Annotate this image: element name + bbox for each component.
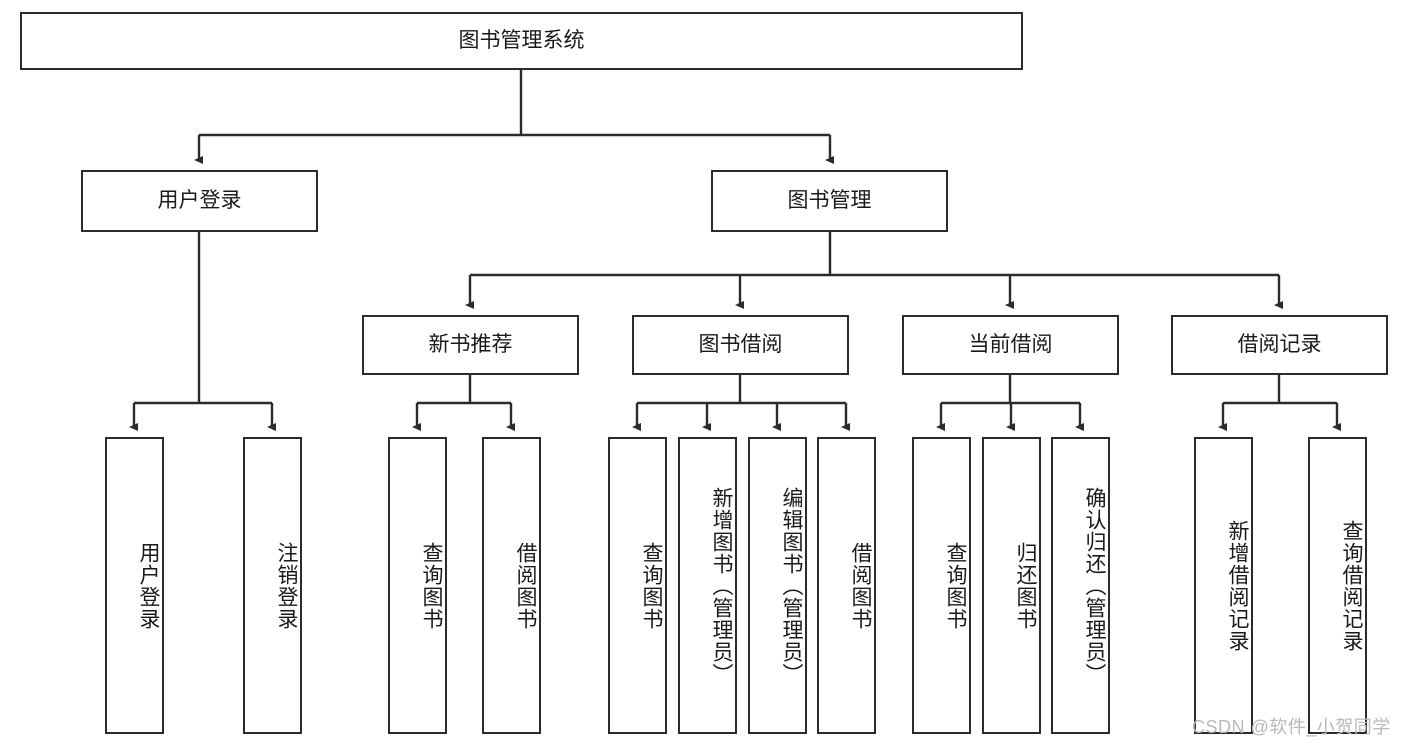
node-borrow-record[interactable]: 借阅记录: [1171, 315, 1388, 375]
leaf-confirm-return-admin[interactable]: 确认归还（管理员）: [1051, 437, 1110, 734]
node-new-book-recommend-label: 新书推荐: [428, 332, 513, 356]
node-book-borrow-label: 图书借阅: [698, 332, 783, 356]
leaf-borrow-book-nbr[interactable]: 借阅图书: [482, 437, 541, 734]
leaf-label: 查询图书: [420, 541, 443, 630]
leaf-query-borrow-record[interactable]: 查询借阅记录: [1308, 437, 1367, 734]
leaf-add-book-admin[interactable]: 新增图书（管理员）: [678, 437, 737, 734]
node-book-borrow[interactable]: 图书借阅: [632, 315, 849, 375]
leaf-label: 借阅图书: [849, 541, 872, 630]
leaf-label: 查询图书: [944, 541, 967, 630]
node-root[interactable]: 图书管理系统: [20, 12, 1023, 70]
leaf-add-borrow-record[interactable]: 新增借阅记录: [1194, 437, 1253, 734]
leaf-query-book-nbr[interactable]: 查询图书: [388, 437, 447, 734]
node-book-manage[interactable]: 图书管理: [711, 170, 948, 232]
leaf-user-login[interactable]: 用户登录: [105, 437, 164, 734]
leaf-borrow-book-bb[interactable]: 借阅图书: [817, 437, 876, 734]
leaf-query-book-bb[interactable]: 查询图书: [608, 437, 667, 734]
node-user-login[interactable]: 用户登录: [81, 170, 318, 232]
csdn-watermark: CSDN @软件_小贺同学: [1192, 717, 1391, 737]
leaf-label: 借阅图书: [514, 541, 537, 630]
leaf-return-book[interactable]: 归还图书: [982, 437, 1041, 734]
leaf-label: 新增借阅记录: [1226, 519, 1249, 652]
leaf-label: 查询图书: [640, 541, 663, 630]
leaf-label: 查询借阅记录: [1340, 519, 1363, 652]
node-book-manage-label: 图书管理: [787, 188, 872, 212]
leaf-label: 注销登录: [275, 541, 298, 630]
leaf-label: 用户登录: [137, 541, 160, 630]
leaf-edit-book-admin[interactable]: 编辑图书（管理员）: [748, 437, 807, 734]
leaf-label: 新增图书（管理员）: [710, 486, 733, 685]
leaf-label: 编辑图书（管理员）: [780, 486, 803, 685]
node-current-borrow-label: 当前借阅: [968, 332, 1053, 356]
node-root-label: 图书管理系统: [458, 28, 585, 52]
leaf-label: 归还图书: [1014, 541, 1037, 630]
node-user-login-label: 用户登录: [157, 188, 242, 212]
leaf-label: 确认归还（管理员）: [1083, 486, 1106, 685]
node-borrow-record-label: 借阅记录: [1237, 332, 1322, 356]
node-new-book-recommend[interactable]: 新书推荐: [362, 315, 579, 375]
leaf-query-book-cb[interactable]: 查询图书: [912, 437, 971, 734]
leaf-logout[interactable]: 注销登录: [243, 437, 302, 734]
node-current-borrow[interactable]: 当前借阅: [902, 315, 1119, 375]
